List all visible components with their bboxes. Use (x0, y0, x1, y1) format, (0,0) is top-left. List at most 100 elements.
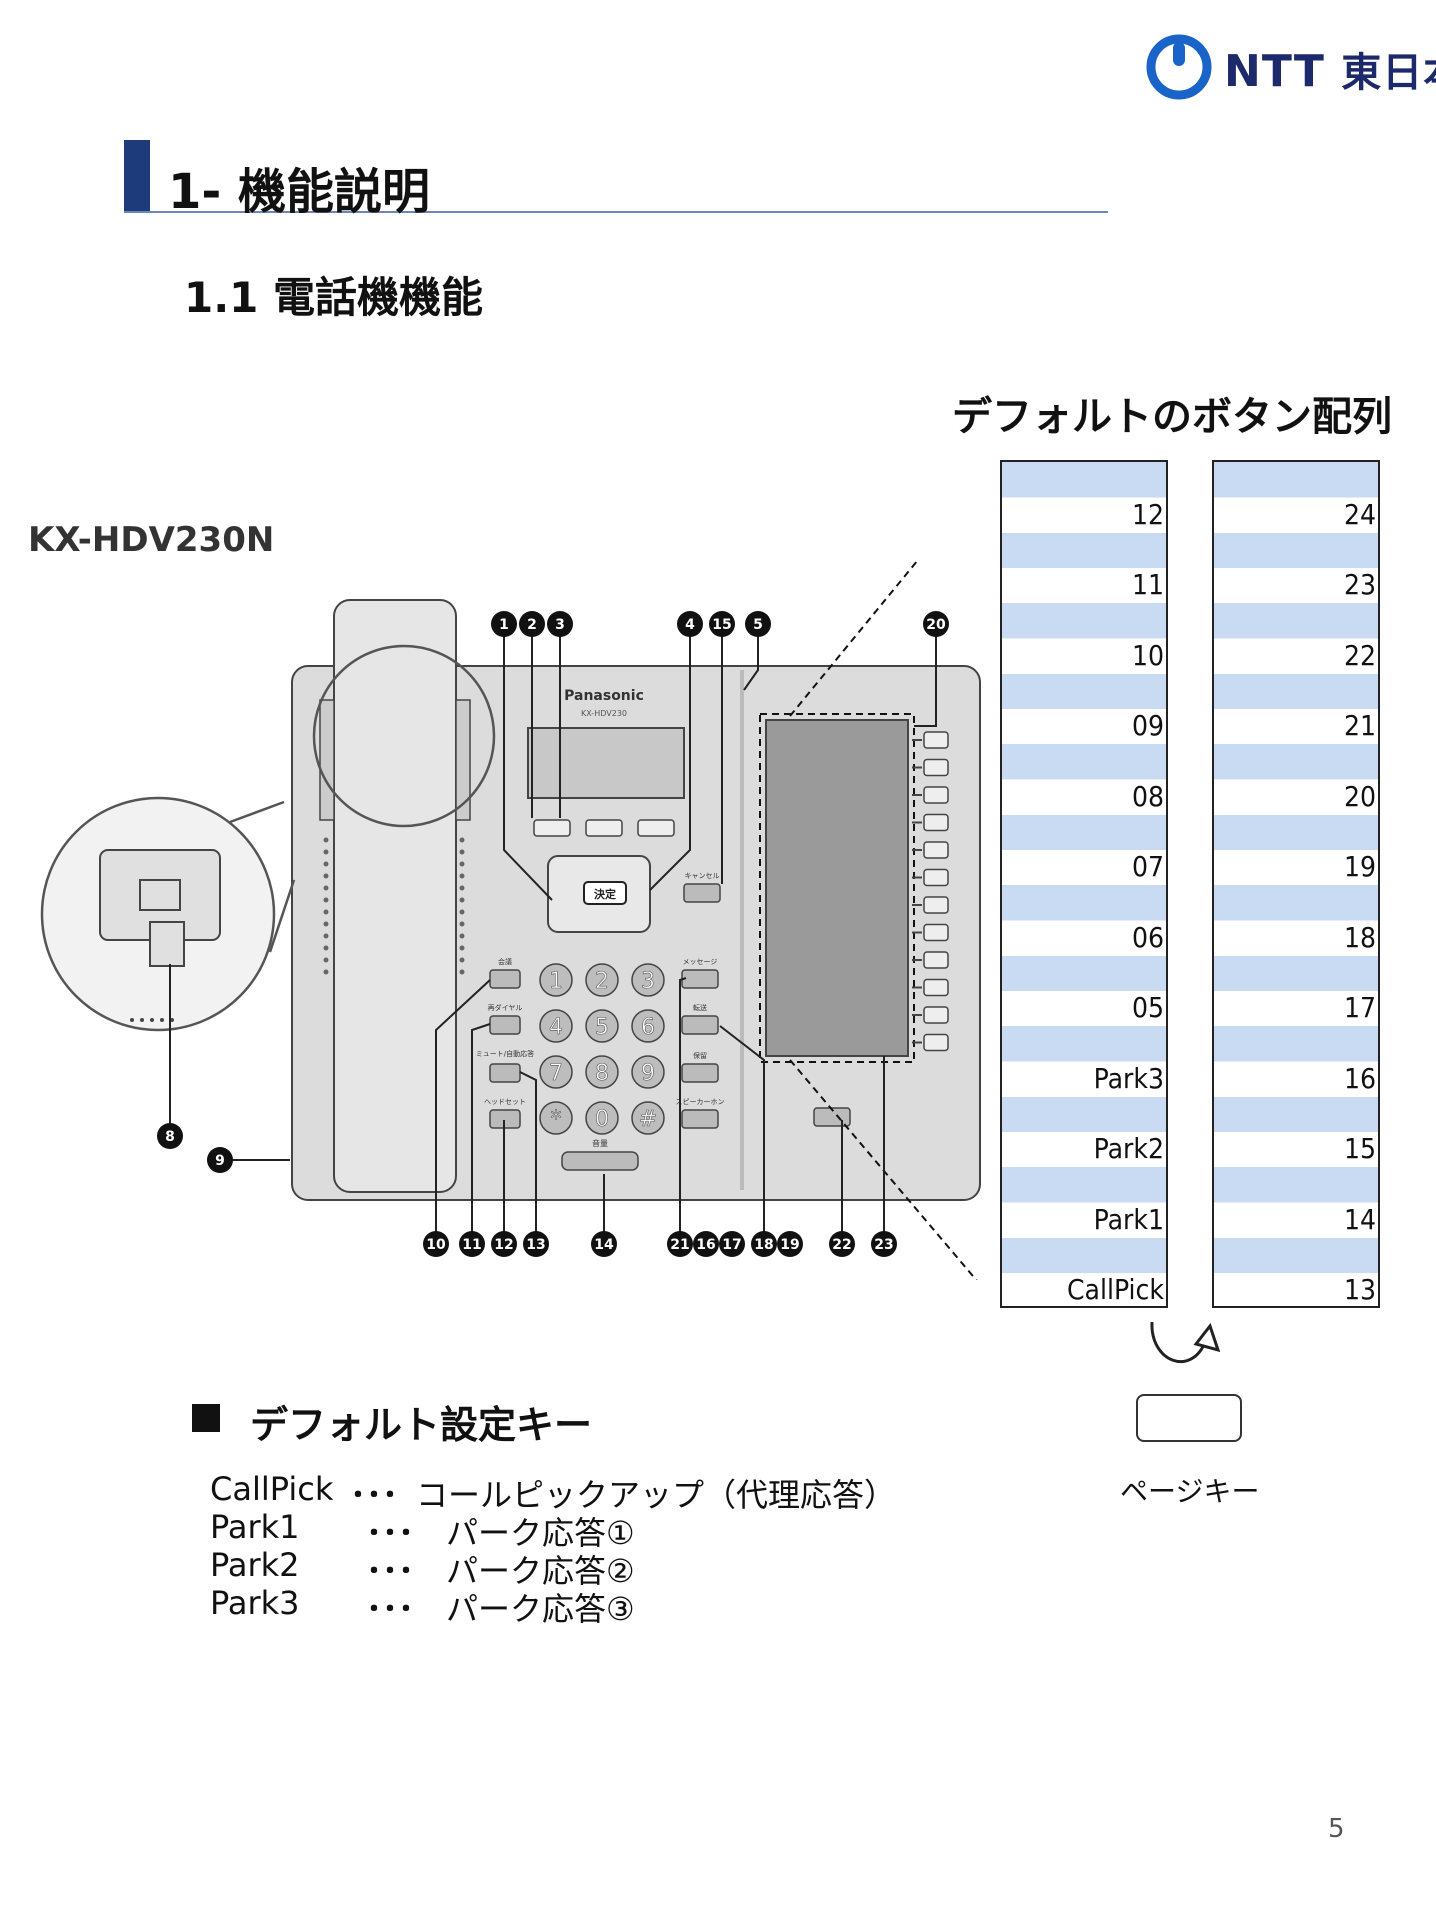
keypad-key[interactable] (585, 1009, 619, 1043)
dss-key[interactable] (923, 1006, 949, 1024)
keypad-key[interactable] (585, 963, 619, 997)
hold-key[interactable] (681, 1063, 719, 1083)
dss-label-area (765, 719, 909, 1057)
keypad-key[interactable] (631, 1101, 665, 1135)
dss-key[interactable] (923, 923, 949, 942)
dss-key[interactable] (923, 731, 949, 749)
volume-key-label: 音量 (592, 1138, 608, 1148)
button-label: 12 (1131, 497, 1164, 531)
dss-key[interactable] (923, 758, 949, 777)
callout-number: 19 (780, 1237, 799, 1253)
callout-marker (519, 611, 545, 637)
button-label: 15 (1343, 1132, 1376, 1165)
button-cell: 13 (1214, 1237, 1378, 1306)
dss-key[interactable] (923, 951, 949, 969)
callout-marker (547, 611, 573, 637)
phone-brand: Panasonic (564, 688, 644, 704)
default-key-description: パーク応答① (446, 1514, 635, 1552)
keypad-key-label: 9 (641, 1061, 655, 1086)
soft-key-1[interactable] (533, 819, 571, 837)
button-cell: 23 (1214, 532, 1378, 603)
dss-key[interactable] (923, 841, 949, 859)
button-label: 10 (1131, 638, 1164, 672)
button-label: Park1 (1093, 1202, 1164, 1236)
keypad-key[interactable] (631, 963, 665, 997)
ntt-logo-mark-icon (1146, 34, 1212, 100)
callout-marker (745, 611, 771, 637)
heading-accent-bar (124, 140, 150, 212)
keypad-key-label: 5 (595, 1015, 609, 1040)
button-label: 08 (1131, 779, 1164, 813)
dss-key[interactable] (923, 868, 949, 887)
page-key-label: ページキー (1120, 1475, 1260, 1508)
keypad-key-label: # (639, 1107, 657, 1132)
button-cell: 05 (1002, 955, 1166, 1026)
keypad-key[interactable] (631, 1009, 665, 1043)
default-key-name: CallPick (210, 1470, 334, 1508)
subsection-title: 1.1 電話機機能 (184, 273, 484, 322)
callout-number: 2 (527, 617, 537, 633)
callout-number: 11 (462, 1237, 481, 1253)
redial-key[interactable] (489, 1015, 521, 1035)
button-cell: 18 (1214, 885, 1378, 956)
button-cell: 17 (1214, 955, 1378, 1026)
keypad-key-label: 7 (549, 1061, 563, 1086)
volume-key[interactable] (561, 1151, 639, 1171)
transfer-key[interactable] (681, 1015, 719, 1035)
page-turn-arrow-icon (1150, 1321, 1221, 1364)
button-label: 13 (1343, 1273, 1376, 1306)
keypad-key[interactable] (539, 963, 573, 997)
button-cell: CallPick (1002, 1237, 1166, 1306)
soft-key-3[interactable] (637, 819, 675, 837)
section-title: 1- 機能説明 (168, 164, 431, 220)
callout-marker (157, 1123, 183, 1149)
dss-key[interactable] (923, 1033, 949, 1052)
message-key[interactable] (681, 969, 719, 989)
heading-underline (124, 211, 1108, 213)
button-cell: 11 (1002, 532, 1166, 603)
speakerphone-key-label: スピーカーホン (676, 1098, 725, 1106)
keypad-key[interactable] (539, 1055, 573, 1089)
speakerphone-key[interactable] (681, 1109, 719, 1129)
button-cell: 24 (1214, 462, 1378, 533)
keypad-key-label: 0 (595, 1107, 609, 1132)
default-key-description: パーク応答③ (446, 1590, 635, 1628)
keypad-key[interactable] (539, 1009, 573, 1043)
conference-key-label: 会議 (498, 957, 512, 966)
page-key[interactable] (1136, 1394, 1242, 1442)
callout-marker (871, 1231, 897, 1257)
button-label: 24 (1343, 497, 1376, 531)
default-key-dots: ･･･ (350, 1476, 399, 1514)
keypad-key[interactable] (631, 1055, 665, 1089)
button-label: 22 (1343, 638, 1376, 672)
keypad-key-label: 8 (595, 1061, 609, 1086)
button-cell: 06 (1002, 885, 1166, 956)
dss-key[interactable] (923, 786, 949, 804)
callout-number: 17 (722, 1237, 741, 1253)
cancel-key[interactable] (683, 883, 721, 903)
button-label: 09 (1131, 709, 1164, 742)
dss-key[interactable] (923, 813, 949, 832)
button-label: Park2 (1093, 1132, 1164, 1165)
mute-key[interactable] (489, 1063, 521, 1083)
soft-key-2[interactable] (585, 819, 623, 837)
callout-number: 15 (712, 617, 731, 633)
keypad-key[interactable] (585, 1101, 619, 1135)
handset (333, 599, 457, 1193)
default-key-name: Park2 (210, 1546, 300, 1584)
dss-key[interactable] (923, 896, 949, 914)
callout-number: 23 (874, 1237, 893, 1253)
callout-number: 5 (753, 617, 763, 633)
callout-number: 3 (555, 617, 565, 633)
dss-key[interactable] (923, 978, 949, 997)
keypad-key[interactable] (539, 1101, 573, 1135)
conference-key[interactable] (489, 969, 521, 989)
enter-key[interactable] (583, 881, 627, 905)
button-cell: 09 (1002, 673, 1166, 744)
button-cell: 22 (1214, 603, 1378, 674)
keypad-key[interactable] (585, 1055, 619, 1089)
cancel-key-label: キャンセル (685, 872, 720, 880)
callout-number: 12 (494, 1237, 513, 1253)
button-cell: 19 (1214, 814, 1378, 885)
